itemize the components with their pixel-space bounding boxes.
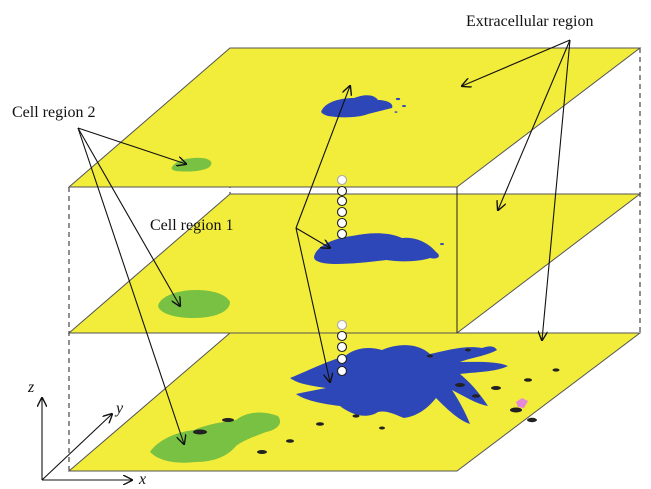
bottom-layer [67,332,642,472]
cell-region-1-middle [314,233,439,264]
dark-spots-middle [418,243,444,259]
cell-region-2-label: Cell region 2 [12,104,96,121]
y-axis-label: y [114,400,124,417]
pink-spot-bottom [516,398,528,408]
cell-region-1-bottom [290,345,508,424]
z-axis-label: z [27,379,35,396]
cell-region-1-top [321,95,393,118]
cell-region-1-label: Cell region 1 [150,217,234,234]
dark-spots-top [394,97,406,113]
top-plane [67,47,642,188]
dark-spots-bottom [193,348,560,454]
z-stack-upper [336,174,348,240]
top-layer [67,47,642,188]
z-stack-lower [336,319,348,377]
cell-region-2-bottom [150,412,281,463]
y-axis [41,414,112,481]
annotation-arrows [77,39,571,444]
x-axis-label: x [138,471,146,488]
coordinate-axes [42,398,132,480]
middle-layer [67,193,642,334]
extracellular-region-label: Extracellular region [466,13,594,30]
middle-plane [67,193,642,334]
